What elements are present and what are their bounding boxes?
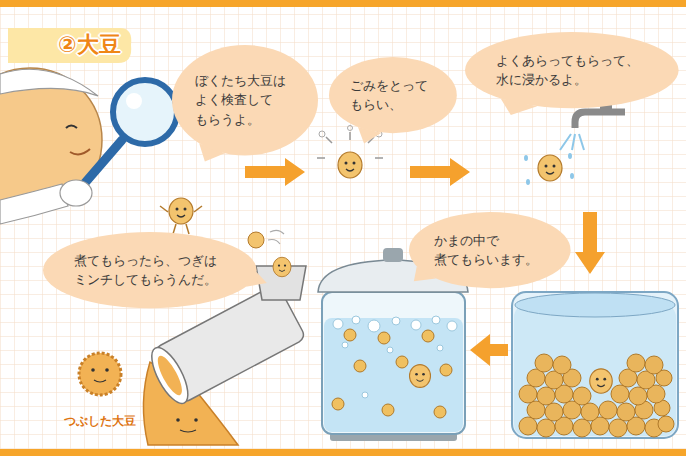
speech-bubble: かまの中で 煮てもらいます。 (409, 212, 571, 288)
soaking-bowl (512, 292, 678, 438)
bubble-shape (465, 32, 679, 108)
bubble-body (409, 212, 571, 288)
inspector (0, 68, 177, 224)
bubble-body (172, 45, 318, 155)
bubble-text: よくあらってもらって、 水に浸かるよ。 (496, 51, 648, 90)
speech-bubble: よくあらってもらって、 水に浸かるよ。 (465, 32, 679, 108)
speech-bubble: ごみをとって もらい、 (329, 57, 457, 133)
bubble-body (329, 57, 457, 133)
bottom-band (0, 449, 686, 456)
bubble-body (465, 32, 679, 108)
bubble-shape (43, 232, 257, 308)
bean-character (317, 126, 383, 179)
bubble-shape (409, 212, 571, 288)
bubble-text: ぼくたち大豆は よく検査して もらうよ。 (195, 71, 295, 130)
step-arrow (245, 158, 305, 186)
bubble-shape (329, 57, 457, 133)
bean-character (160, 198, 202, 234)
mashed-bean (79, 353, 121, 395)
bean-character (524, 153, 574, 185)
title-tag (8, 28, 131, 63)
step-arrow (470, 334, 508, 366)
top-band (0, 0, 686, 7)
bubble-body (43, 232, 257, 308)
title-text: ②大豆 (58, 30, 121, 60)
bubble-text: ごみをとって もらい、 (350, 76, 436, 115)
step-arrow (410, 158, 470, 186)
step-arrow (575, 212, 605, 274)
caption-label: つぶした大豆 (64, 413, 136, 430)
speech-bubble: ぼくたち大豆は よく検査して もらうよ。 (172, 45, 318, 155)
speech-bubble: 煮てもらったら、つぎは ミンチしてもらうんだ。 (43, 232, 257, 308)
bubble-text: かまの中で 煮てもらいます。 (434, 231, 546, 270)
bubble-text: 煮てもらったら、つぎは ミンチしてもらうんだ。 (74, 251, 226, 290)
